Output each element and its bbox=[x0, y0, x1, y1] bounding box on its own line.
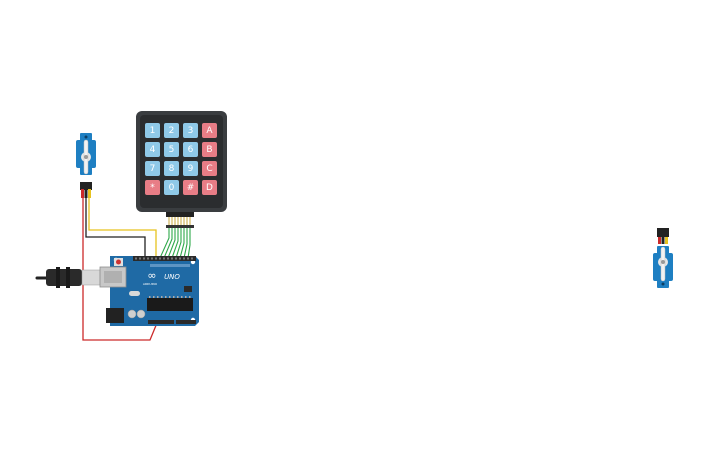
keypad-keys: 1 2 3 A 4 5 6 B 7 8 9 C * 0 # D bbox=[145, 123, 217, 195]
keypad-key-label: 5 bbox=[169, 145, 175, 155]
keypad-connector bbox=[166, 212, 194, 217]
keypad[interactable]: 1 2 3 A 4 5 6 B 7 8 9 C * 0 # D bbox=[136, 111, 227, 228]
keypad-pins bbox=[168, 217, 191, 226]
power-header bbox=[148, 320, 174, 324]
keypad-key-*[interactable]: * bbox=[145, 180, 160, 195]
keypad-key-label: 0 bbox=[169, 183, 175, 193]
wires bbox=[82, 198, 191, 341]
keypad-key-1[interactable]: 1 bbox=[145, 123, 160, 138]
keypad-key-label: A bbox=[206, 126, 213, 136]
keypad-key-label: 3 bbox=[188, 126, 194, 136]
power-jack bbox=[106, 308, 124, 323]
keypad-key-3[interactable]: 3 bbox=[183, 123, 198, 138]
wire-yellow[interactable] bbox=[88, 198, 157, 258]
keypad-key-D[interactable]: D bbox=[202, 180, 217, 195]
keypad-key-5[interactable]: 5 bbox=[164, 142, 179, 157]
keypad-key-7[interactable]: 7 bbox=[145, 161, 160, 176]
keypad-key-#[interactable]: # bbox=[183, 180, 198, 195]
keypad-key-8[interactable]: 8 bbox=[164, 161, 179, 176]
keypad-key-label: C bbox=[206, 164, 212, 174]
atmega-chip bbox=[147, 298, 193, 311]
servo-left-connector bbox=[80, 182, 92, 190]
keypad-key-label: # bbox=[187, 183, 195, 193]
keypad-key-label: 9 bbox=[188, 164, 194, 174]
wire-red[interactable] bbox=[82, 198, 158, 341]
keypad-key-2[interactable]: 2 bbox=[164, 123, 179, 138]
keypad-key-A[interactable]: A bbox=[202, 123, 217, 138]
keypad-key-label: 6 bbox=[188, 145, 194, 155]
usb-plug bbox=[46, 269, 82, 286]
arduino-brand: ARDUINO bbox=[143, 282, 158, 286]
keypad-key-label: 4 bbox=[150, 145, 156, 155]
keypad-key-label: 1 bbox=[150, 126, 156, 136]
keypad-key-label: 2 bbox=[169, 126, 175, 136]
keypad-key-label: * bbox=[150, 183, 155, 193]
wire-black[interactable] bbox=[85, 198, 146, 258]
keypad-key-9[interactable]: 9 bbox=[183, 161, 198, 176]
keypad-key-B[interactable]: B bbox=[202, 142, 217, 157]
keypad-key-label: B bbox=[206, 145, 212, 155]
keypad-wires[interactable] bbox=[159, 225, 191, 259]
keypad-key-C[interactable]: C bbox=[202, 161, 217, 176]
servo-right[interactable] bbox=[653, 228, 673, 288]
keypad-key-0[interactable]: 0 bbox=[164, 180, 179, 195]
keypad-key-label: 8 bbox=[169, 164, 175, 174]
keypad-key-6[interactable]: 6 bbox=[183, 142, 198, 157]
arduino-uno[interactable]: ∞ UNO ARDUINO bbox=[99, 256, 199, 326]
keypad-key-4[interactable]: 4 bbox=[145, 142, 160, 157]
usb-cable[interactable] bbox=[35, 267, 101, 288]
servo-right-connector bbox=[657, 228, 669, 237]
usb-metal-shell bbox=[81, 269, 101, 286]
servo-left[interactable] bbox=[76, 133, 96, 198]
keypad-key-label: 7 bbox=[150, 164, 156, 174]
arduino-model: UNO bbox=[164, 273, 180, 281]
keypad-key-label: D bbox=[206, 183, 213, 193]
analog-header bbox=[176, 320, 196, 324]
arduino-logo: ∞ bbox=[147, 269, 156, 282]
